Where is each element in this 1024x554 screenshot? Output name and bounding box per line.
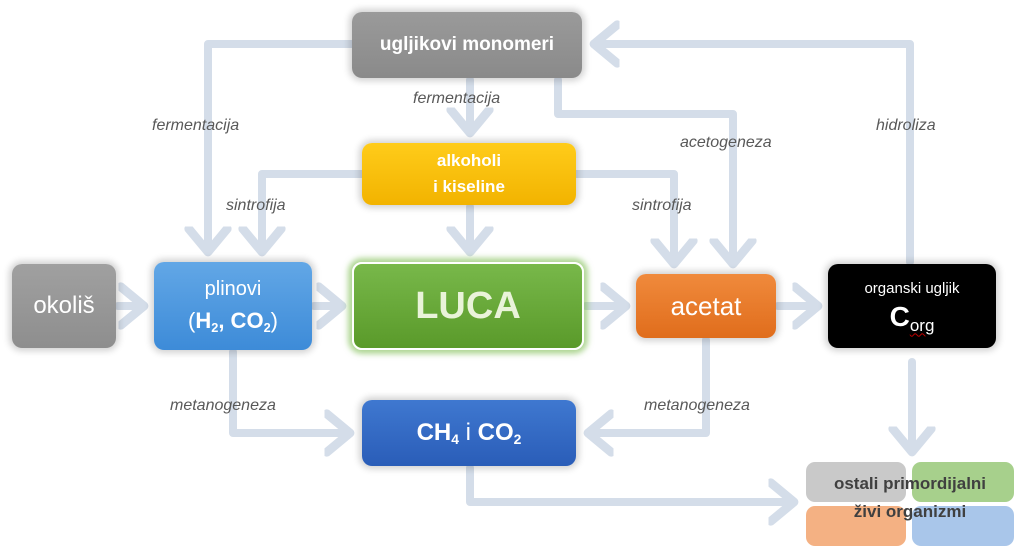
node-okolis: okoliš — [12, 264, 116, 348]
node-ugljikovi-monomeri: ugljikovi monomeri — [352, 12, 582, 78]
node-ch4-i-co2: CH4 i CO2 — [362, 400, 576, 466]
node-plinovi: plinovi (H2, CO2) — [154, 262, 312, 350]
label-metanogeneza-left: metanogeneza — [170, 397, 276, 414]
label-metanogeneza-right: metanogeneza — [644, 397, 750, 414]
plinovi-h: H — [195, 307, 212, 333]
node-organski-ugljik: organski ugljik Corg — [828, 264, 996, 348]
node-alkoholi-line1: alkoholi — [436, 151, 502, 170]
label-sintrofija-left: sintrofija — [226, 197, 286, 214]
ch4-subscript: 4 — [451, 431, 459, 448]
node-primordijalni-line1: ostali primordijalni — [833, 474, 987, 493]
node-ch4-formula: CH4 i CO2 — [417, 419, 522, 447]
node-luca-label: LUCA — [415, 284, 521, 327]
arrow-acetat-to-ch4 — [588, 336, 710, 433]
label-hidroliza: hidroliza — [876, 117, 936, 134]
arrow-monomeri-to-acetat — [554, 76, 733, 264]
tile-grey — [806, 462, 906, 502]
tile-orange — [806, 506, 906, 546]
arrow-plinovi-to-ch4 — [229, 348, 350, 433]
plinovi-h-subscript: 2 — [211, 319, 219, 335]
plinovi-co-subscript: 2 — [263, 319, 271, 335]
node-plinovi-formula: (H2, CO2) — [188, 305, 278, 340]
node-primordijalni-line2: živi organizmi — [853, 502, 967, 521]
label-acetogeneza: acetogeneza — [680, 134, 772, 151]
node-corg-formula: Corg — [890, 302, 935, 336]
arrow-ch4-to-primordijalni — [466, 464, 794, 502]
node-organski-label: organski ugljik — [864, 280, 960, 297]
tile-blue — [912, 506, 1014, 546]
node-ostali-primordijalni-organizmi: ostali primordijalni živi organizmi — [806, 470, 1014, 526]
arrow-alkoholi-to-acetat — [572, 170, 674, 264]
node-luca: LUCA — [352, 262, 584, 350]
label-sintrofija-right: sintrofija — [632, 197, 692, 214]
node-acetat: acetat — [636, 274, 776, 338]
ch4-ch: CH — [416, 419, 452, 446]
label-fermentacija-top: fermentacija — [413, 90, 501, 107]
node-acetat-label: acetat — [670, 290, 742, 321]
node-alkoholi-i-kiseline: alkoholi i kiseline — [362, 143, 576, 205]
node-plinovi-label: plinovi — [204, 277, 262, 300]
corg-subscript: org — [909, 316, 935, 336]
plinovi-open-paren: ( — [188, 307, 196, 333]
node-alkoholi-line2: i kiseline — [433, 177, 505, 196]
corg-c: C — [889, 301, 910, 332]
tile-green — [912, 462, 1014, 502]
ch4-co-subscript: 2 — [513, 431, 522, 448]
plinovi-close-paren: ) — [270, 307, 278, 333]
arrow-alkoholi-to-plinovi — [262, 170, 366, 252]
arrow-organski-to-monomeri — [594, 44, 914, 266]
arrow-monomeri-to-plinovi — [208, 40, 356, 252]
ch4-conjunction: i — [459, 419, 478, 446]
label-fermentacija-left: fermentacija — [152, 117, 240, 134]
ch4-co: CO — [477, 419, 514, 446]
plinovi-co: , CO — [218, 307, 264, 333]
node-okolis-label: okoliš — [33, 292, 95, 319]
node-ugljikovi-monomeri-label: ugljikovi monomeri — [379, 34, 555, 55]
